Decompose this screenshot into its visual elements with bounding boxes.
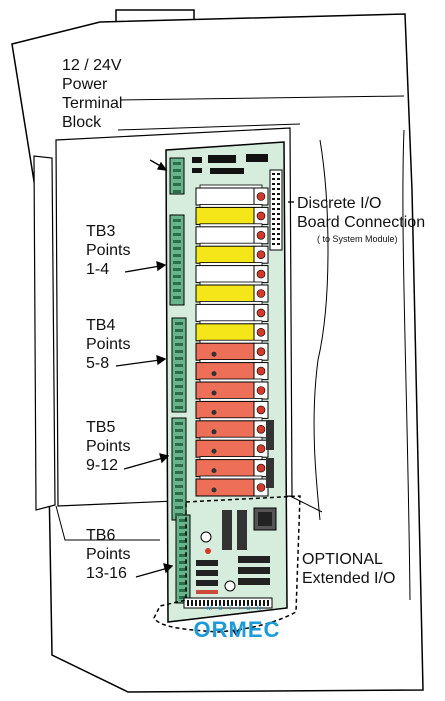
relay	[195, 417, 269, 439]
board-indicator	[232, 630, 240, 636]
extended-io-components	[183, 420, 277, 609]
discrete-io-connector	[269, 169, 283, 251]
relay	[195, 397, 269, 419]
relay	[195, 223, 269, 245]
relay	[195, 184, 269, 206]
relay	[195, 300, 269, 322]
tb6-label: TB6 Points 13-16	[86, 527, 131, 582]
tb5-label: TB5 Points 9-12	[86, 419, 131, 474]
pointer-arrows	[115, 159, 294, 578]
relay	[195, 436, 269, 458]
relay-stack	[195, 184, 269, 497]
relay	[195, 242, 269, 264]
discrete-io-label: Discrete I/O Board Connection	[297, 195, 426, 231]
ormec-logo: ORMEC	[193, 617, 281, 642]
tb4-label: TB4 Points 5-8	[86, 317, 131, 372]
relay	[195, 203, 269, 225]
back-panel	[33, 155, 56, 511]
relay	[195, 359, 269, 381]
power-terminal-label: 12 / 24V Power Terminal Block	[62, 57, 123, 131]
optional-region	[153, 495, 301, 633]
discrete-io-note: ( to System Module)	[317, 234, 398, 244]
relay	[195, 281, 269, 303]
board-chips	[192, 154, 268, 174]
tb3-label: TB3 Points 1-4	[86, 223, 131, 278]
relay	[195, 456, 269, 478]
relay	[195, 320, 269, 342]
relay	[195, 475, 269, 497]
brand-tagline: MOTION	[207, 606, 267, 612]
optional-label: OPTIONAL Extended I/O	[302, 551, 396, 587]
relay	[195, 378, 269, 400]
tb5-terminal-block	[171, 417, 187, 521]
relay	[195, 262, 269, 284]
relay	[195, 339, 269, 361]
